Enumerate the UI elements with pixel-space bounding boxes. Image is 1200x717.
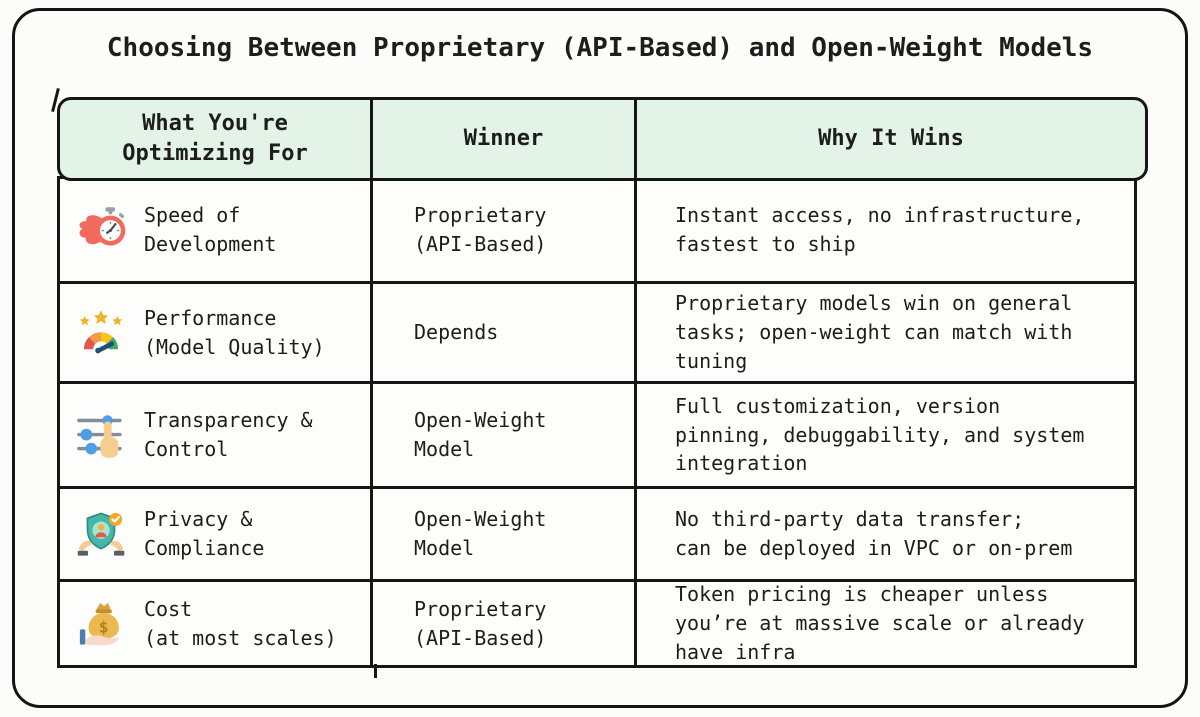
table-body: Speed of Development Proprietary (API-Ba… (57, 176, 1137, 678)
winner-value: Proprietary (API-Based) (414, 596, 547, 650)
winner-cell: Open-Weight Model (373, 381, 637, 486)
why-value: Full customization, version pinning, deb… (675, 393, 1085, 476)
why-value: No third-party data transfer; can be dep… (675, 507, 1073, 560)
winner-value: Proprietary (API-Based) (414, 203, 547, 256)
why-value: Token pricing is cheaper unless you’re a… (675, 582, 1085, 664)
money-bag-hand-icon: $ (75, 600, 127, 648)
performance-gauge-icon (75, 309, 127, 357)
why-cell: No third-party data transfer; can be dep… (637, 486, 1134, 579)
row-label: Speed of Development (144, 203, 277, 256)
sliders-hand-icon (75, 411, 127, 459)
why-cell: Proprietary models win on general tasks;… (637, 281, 1134, 381)
winner-value: Open-Weight Model (414, 408, 547, 461)
optimizing-cell: $ Cost (at most scales) (60, 579, 373, 665)
optimizing-cell: Performance (Model Quality) (60, 281, 373, 381)
why-cell: Instant access, no infrastructure, faste… (637, 179, 1134, 281)
optimizing-cell: Transparency & Control (60, 381, 373, 486)
why-value: Instant access, no infrastructure, faste… (675, 203, 1085, 256)
winner-cell: Open-Weight Model (373, 486, 637, 579)
table-row: Transparency & Control Open-Weight Model… (60, 381, 1134, 486)
optimizing-cell: Speed of Development (60, 179, 373, 281)
why-value: Proprietary models win on general tasks;… (675, 291, 1073, 373)
flaming-stopwatch-icon (75, 206, 127, 254)
table-row: Privacy & Compliance Open-Weight Model N… (60, 486, 1134, 579)
row-label: Cost (at most scales) (144, 596, 337, 650)
winner-cell: Proprietary (API-Based) (373, 179, 637, 281)
table-header-row: What You're Optimizing For Winner Why It… (57, 97, 1148, 181)
row-label: Performance (Model Quality) (144, 305, 325, 359)
winner-value: Depends (414, 320, 499, 345)
winner-cell: Depends (373, 281, 637, 381)
optimizing-cell: Privacy & Compliance (60, 486, 373, 579)
header-why: Why It Wins (818, 126, 964, 152)
svg-text:$: $ (99, 617, 109, 636)
why-cell: Full customization, version pinning, deb… (637, 381, 1134, 486)
table-row: Speed of Development Proprietary (API-Ba… (60, 179, 1134, 281)
comparison-table: What You're Optimizing For Winner Why It… (51, 87, 1148, 678)
hand-drawn-overshoot (374, 664, 377, 678)
table-row: Performance (Model Quality) Depends Prop… (60, 281, 1134, 381)
why-cell: Token pricing is cheaper unless you’re a… (637, 579, 1134, 665)
winner-value: Open-Weight Model (414, 507, 547, 560)
row-label: Transparency & Control (144, 408, 313, 461)
shield-hands-icon (75, 510, 127, 558)
header-winner: Winner (373, 100, 637, 178)
header-optimizing: What You're Optimizing For (60, 100, 373, 178)
winner-cell: Proprietary (API-Based) (373, 579, 637, 665)
row-label: Privacy & Compliance (144, 507, 265, 560)
table-row: $ Cost (at most scales) Proprietary (API… (60, 579, 1134, 665)
page-title: Choosing Between Proprietary (API-Based)… (106, 33, 1094, 63)
